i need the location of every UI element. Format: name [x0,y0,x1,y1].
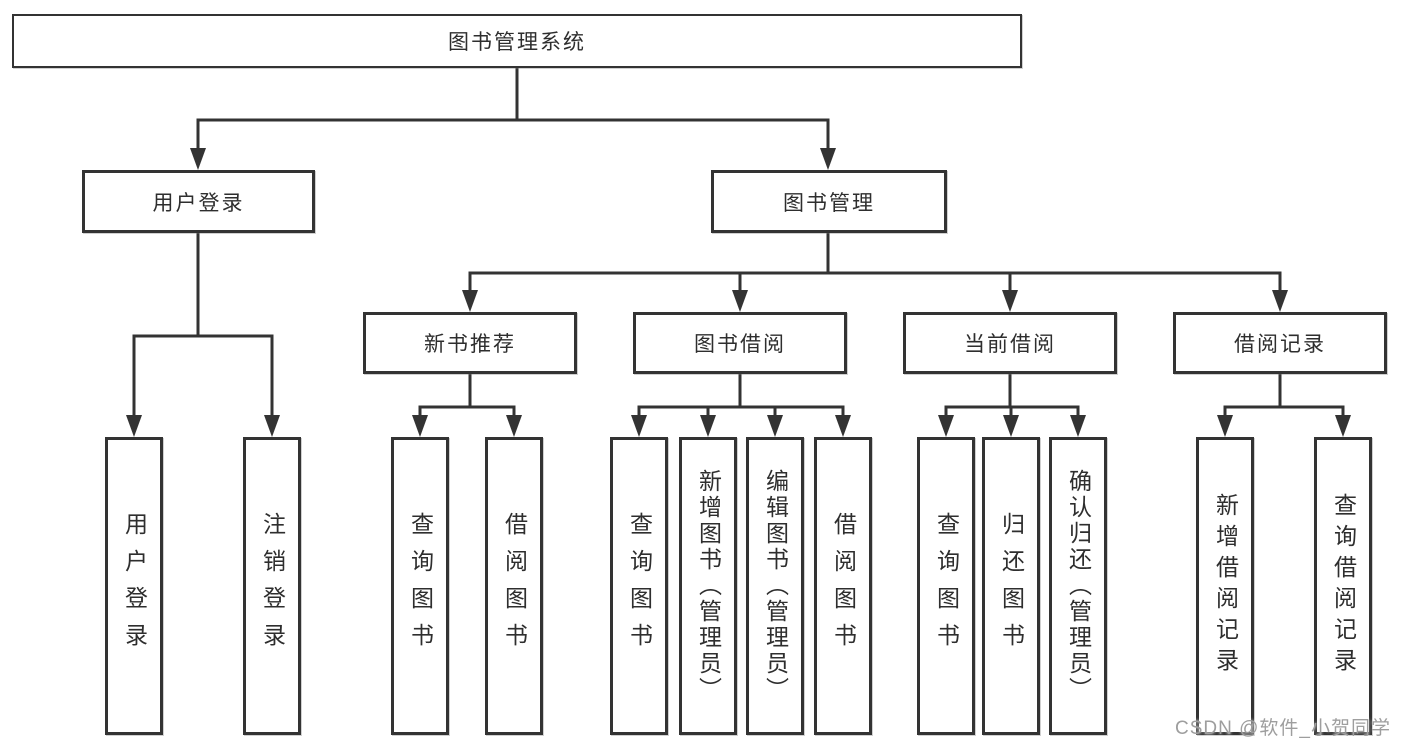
leaf-records-add: 新增借阅记录 [1196,437,1254,735]
node-user-login-label: 用户登录 [152,191,245,215]
leaf-logout: 注销登录 [243,437,301,735]
leaf-borrow-query-label: 查询图书 [626,512,653,660]
node-book-borrow: 图书借阅 [633,312,847,374]
node-borrow-records: 借阅记录 [1173,312,1387,374]
connector-records-to-leaves [1217,374,1351,437]
connector-current-to-leaves [938,374,1086,437]
leaf-newbook-borrow: 借阅图书 [485,437,543,735]
node-user-login: 用户登录 [82,170,315,233]
leaf-records-add-label: 新增借阅记录 [1212,493,1239,679]
leaf-borrow-book-label: 借阅图书 [830,512,857,660]
connector-userlogin-to-leaves [126,233,280,437]
node-book-management: 图书管理 [711,170,947,233]
leaf-borrow-edit-admin-label: 编辑图书（管理员） [762,469,789,703]
leaf-borrow-add-admin-label: 新增图书（管理员） [695,469,722,703]
leaf-borrow-query: 查询图书 [610,437,668,735]
node-new-book-recommend-label: 新书推荐 [424,333,516,356]
leaf-current-confirm-admin-label: 确认归还（管理员） [1065,469,1092,703]
connector-root-to-level2 [190,68,836,170]
leaf-borrow-book: 借阅图书 [814,437,872,735]
leaf-records-query-label: 查询借阅记录 [1330,493,1357,679]
connector-bookmgmt-to-level3 [462,233,1288,312]
node-new-book-recommend: 新书推荐 [363,312,577,374]
node-system-root: 图书管理系统 [12,14,1022,68]
leaf-user-login: 用户登录 [105,437,163,735]
leaf-user-login-label: 用户登录 [121,512,148,660]
csdn-watermark: CSDN @软件_小贺同学 [1175,718,1391,739]
leaf-current-query-label: 查询图书 [933,512,960,660]
node-current-borrow-label: 当前借阅 [964,333,1056,356]
node-system-root-label: 图书管理系统 [448,31,586,54]
node-borrow-records-label: 借阅记录 [1234,333,1326,356]
leaf-borrow-edit-admin: 编辑图书（管理员） [746,437,804,735]
node-book-borrow-label: 图书借阅 [694,333,786,356]
leaf-current-return-label: 归还图书 [998,512,1025,660]
node-book-management-label: 图书管理 [783,191,875,215]
leaf-newbook-query: 查询图书 [391,437,449,735]
leaf-newbook-query-label: 查询图书 [407,512,434,660]
leaf-current-confirm-admin: 确认归还（管理员） [1049,437,1107,735]
leaf-current-query: 查询图书 [917,437,975,735]
connector-newbook-to-leaves [412,374,522,437]
leaf-borrow-add-admin: 新增图书（管理员） [679,437,737,735]
leaf-records-query: 查询借阅记录 [1314,437,1372,735]
connector-borrow-to-leaves [631,374,851,437]
node-current-borrow: 当前借阅 [903,312,1117,374]
leaf-logout-label: 注销登录 [259,512,286,660]
leaf-current-return: 归还图书 [982,437,1040,735]
leaf-newbook-borrow-label: 借阅图书 [501,512,528,660]
